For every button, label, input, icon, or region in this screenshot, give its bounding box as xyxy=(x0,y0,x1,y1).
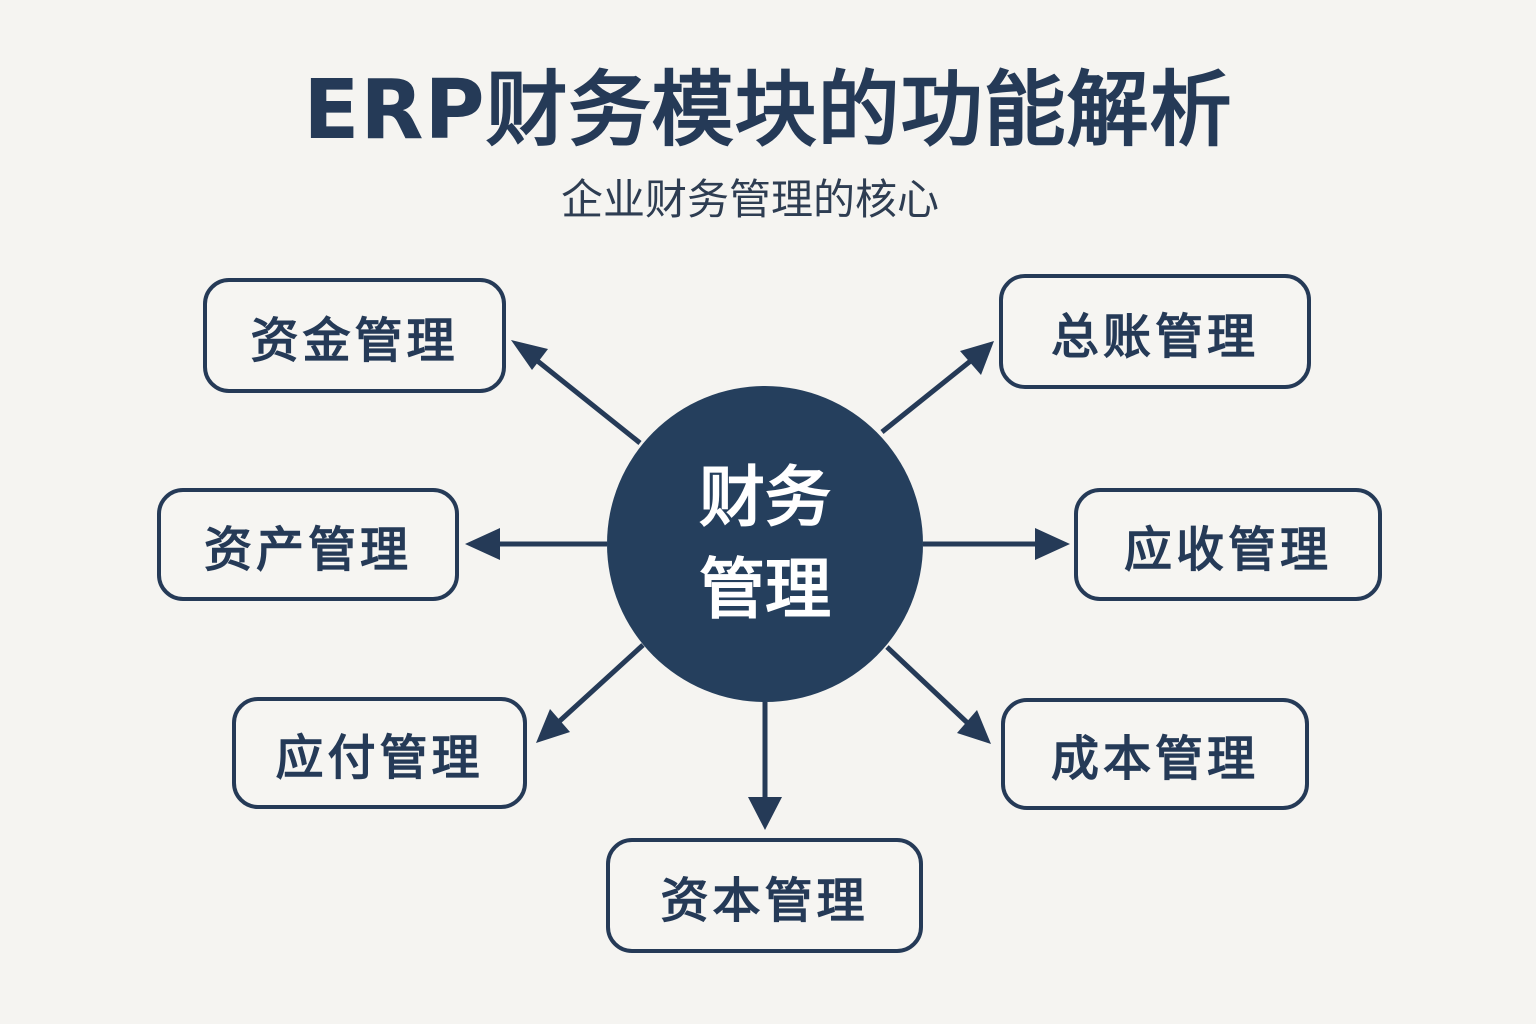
module-general-ledger: 总账管理 xyxy=(999,274,1311,389)
module-asset-management: 资产管理 xyxy=(157,488,459,601)
module-label: 资产管理 xyxy=(203,521,412,578)
arrow-to-payable xyxy=(550,643,645,730)
module-capital-management: 资本管理 xyxy=(606,838,923,953)
finance-management-hub: 财务 管理 xyxy=(607,386,923,702)
arrowhead-fund xyxy=(511,340,548,370)
hub-label-line1: 财务 xyxy=(699,459,831,536)
arrow-to-cost xyxy=(885,645,977,732)
arrowhead-ledger xyxy=(960,341,994,375)
module-label: 总账管理 xyxy=(1050,308,1259,365)
arrowhead-payable xyxy=(536,709,570,743)
module-label: 应付管理 xyxy=(275,730,484,786)
module-label: 资本管理 xyxy=(660,872,869,929)
module-label: 成本管理 xyxy=(1050,731,1259,787)
module-fund-management: 资金管理 xyxy=(203,278,506,393)
module-payables: 应付管理 xyxy=(232,697,527,809)
arrowhead-capital xyxy=(748,797,782,830)
module-receivables: 应收管理 xyxy=(1074,488,1382,601)
module-label: 资金管理 xyxy=(250,312,459,369)
hub-label-line2: 管理 xyxy=(699,551,831,628)
arrow-to-fund xyxy=(528,353,642,445)
arrowhead-cost xyxy=(957,710,991,744)
module-label: 应收管理 xyxy=(1123,521,1332,578)
diagram-title: ERP财务模块的功能解析 xyxy=(303,63,1233,158)
arrow-to-ledger xyxy=(880,353,980,434)
diagram-subtitle: 企业财务管理的核心 xyxy=(560,175,939,224)
arrowhead-receivable xyxy=(1035,528,1070,560)
arrowhead-asset xyxy=(465,528,500,560)
module-cost-management: 成本管理 xyxy=(1001,698,1309,810)
